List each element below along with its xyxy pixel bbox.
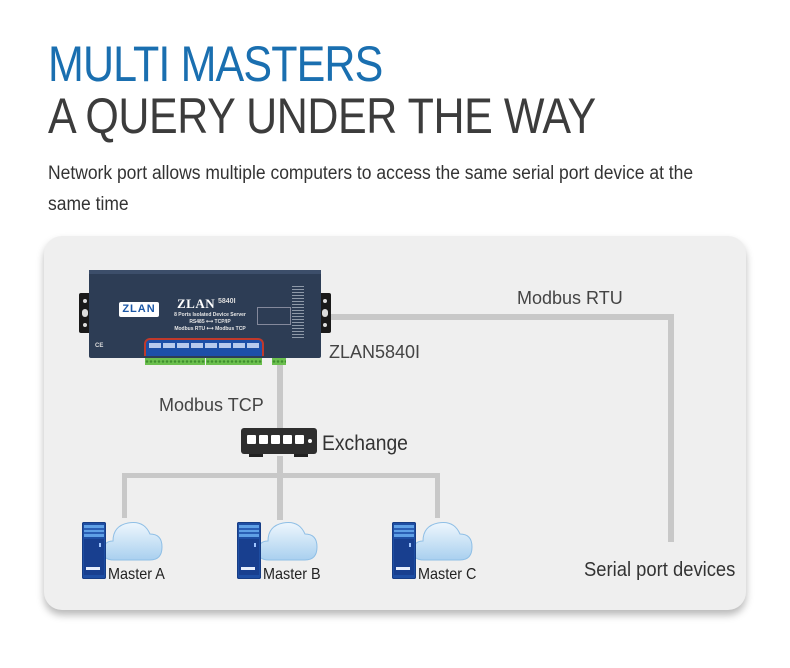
exchange-label: Exchange [322,432,408,455]
master-label: Master C [418,566,477,583]
mounting-ear-left [79,293,91,333]
cloud-icon [102,522,163,561]
device-model-label: ZLAN5840I [329,342,421,362]
bus-line-horizontal [122,473,440,478]
device-model-short: 5840I [218,298,236,305]
device-desc-line: Modbus RTU ⟷ Modbus TCP [174,326,246,332]
modbus-tcp-label: Modbus TCP [159,395,264,415]
master-a: Master A [82,514,182,584]
device-description: 8 Ports Isolated Device Server RS485 ⟷ T… [169,312,251,333]
bus-drop-c [435,473,440,518]
master-c: Master C [392,514,492,584]
rtu-line-vertical [668,314,674,542]
master-label: Master B [263,566,321,583]
terminal-block-power [272,358,286,365]
zlan-logo: ZLAN [119,302,159,317]
switch-foot [249,454,263,457]
cloud-icon [257,522,318,561]
serial-ports-block [144,338,264,356]
bus-drop-a [122,473,127,518]
server-icon [392,522,416,579]
terminal-block-left [145,358,205,365]
page-subtitle-heading: A QUERY UNDER THE WAY [48,88,596,144]
device-spec-table [257,307,291,325]
device-desc-line: 8 Ports Isolated Device Server [174,312,246,318]
ce-mark: CE [95,343,104,349]
network-switch-icon [241,428,317,454]
modbus-rtu-label: Modbus RTU [517,288,623,308]
device-server: ZLAN ZLAN 5840I 8 Ports Isolated Device … [89,270,321,358]
tcp-line-device-switch [277,365,283,429]
page-title: MULTI MASTERS [48,36,383,92]
rtu-line-horizontal [322,314,674,320]
device-led-labels [292,286,304,338]
server-icon [237,522,261,579]
master-label: Master A [108,566,165,583]
serial-devices-label: Serial port devices [584,559,736,581]
device-desc-line: RS485 ⟷ TCP/IP [189,319,231,325]
terminal-block-right [206,358,262,365]
mounting-ear-right [319,293,331,333]
tcp-line-switch-down [277,456,283,520]
server-icon [82,522,106,579]
device-brand: ZLAN [177,296,216,311]
master-b: Master B [237,514,337,584]
description-text: Network port allows multiple computers t… [48,163,694,215]
cloud-icon [412,522,473,561]
switch-foot [294,454,308,457]
